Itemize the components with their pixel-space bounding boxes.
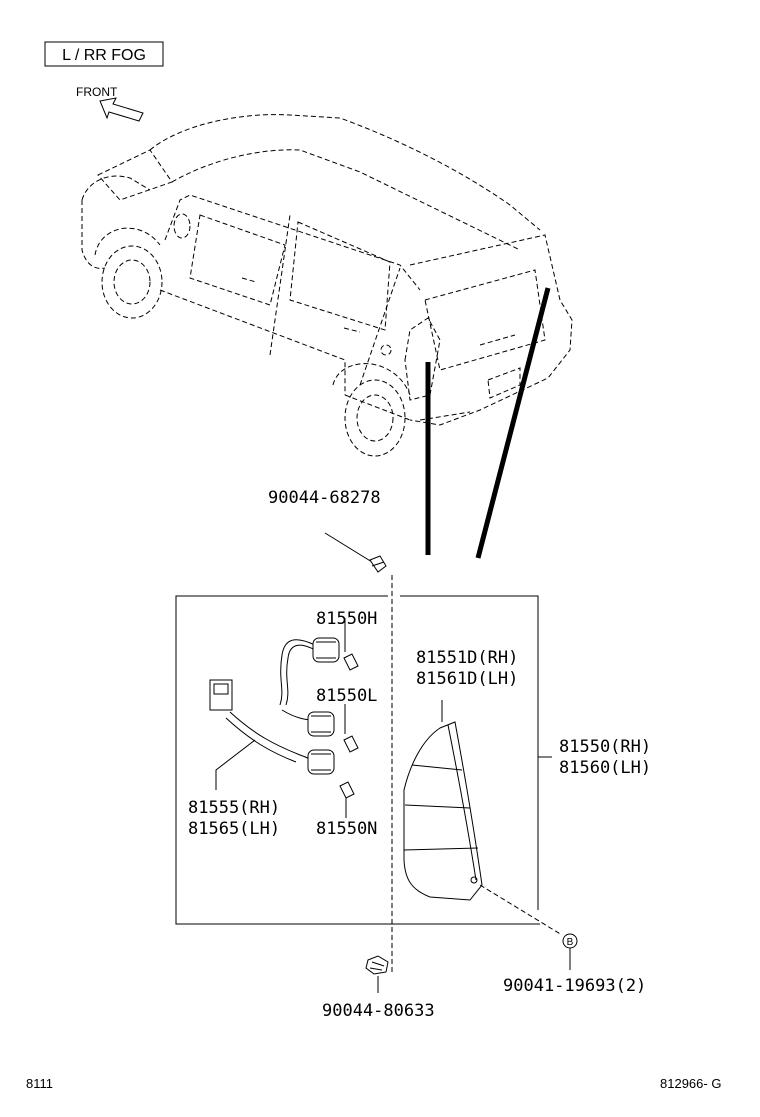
footer-right-code: 812966- G <box>660 1076 721 1091</box>
lamp-assembly-label: 81550(RH) 81560(LH) <box>538 737 651 778</box>
bulb-h: 81550H <box>316 609 377 671</box>
part-label-bolt-top: 90044-68278 <box>268 488 381 508</box>
part-label-screw: 90041-19693(2) <box>503 976 646 996</box>
part-label-socket-rh: 81555(RH) <box>188 798 280 818</box>
part-label-socket-lh: 81565(LH) <box>188 819 280 839</box>
part-label-bulb-n: 81550N <box>316 819 377 839</box>
ref-marker-label: B <box>567 937 574 948</box>
screw: B 90041-19693(2) <box>479 884 646 996</box>
part-label-lamp-rh: 81550(RH) <box>559 737 651 757</box>
rear-lamp-lens: 81551D(RH) 81561D(LH) <box>403 648 518 901</box>
pointer-lines <box>425 287 551 559</box>
part-label-bulb-h: 81550H <box>316 609 377 629</box>
part-label-bulb-l: 81550L <box>316 686 377 706</box>
front-label: FRONT <box>76 85 118 99</box>
section-label-box: L / RR FOG <box>44 41 164 67</box>
bolt-top: 90044-68278 <box>268 488 387 573</box>
section-label: L / RR FOG <box>62 47 146 64</box>
part-label-lamp-lh: 81560(LH) <box>559 758 651 778</box>
part-label-lens-lh: 81561D(LH) <box>416 669 518 689</box>
socket-label: 81555(RH) 81565(LH) <box>188 739 280 839</box>
footer-left-code: 8111 <box>26 1076 53 1091</box>
clip-bottom: 90044-80633 <box>322 955 435 1021</box>
assembly-box <box>175 595 540 925</box>
car-illustration <box>81 114 573 457</box>
part-label-clip-bottom: 90044-80633 <box>322 1001 435 1021</box>
socket-harness <box>209 637 340 775</box>
bulb-n: 81550N <box>316 781 377 839</box>
front-arrow-icon: FRONT <box>76 85 144 122</box>
part-label-lens-rh: 81551D(RH) <box>416 648 518 668</box>
bulb-l: 81550L <box>316 686 377 753</box>
